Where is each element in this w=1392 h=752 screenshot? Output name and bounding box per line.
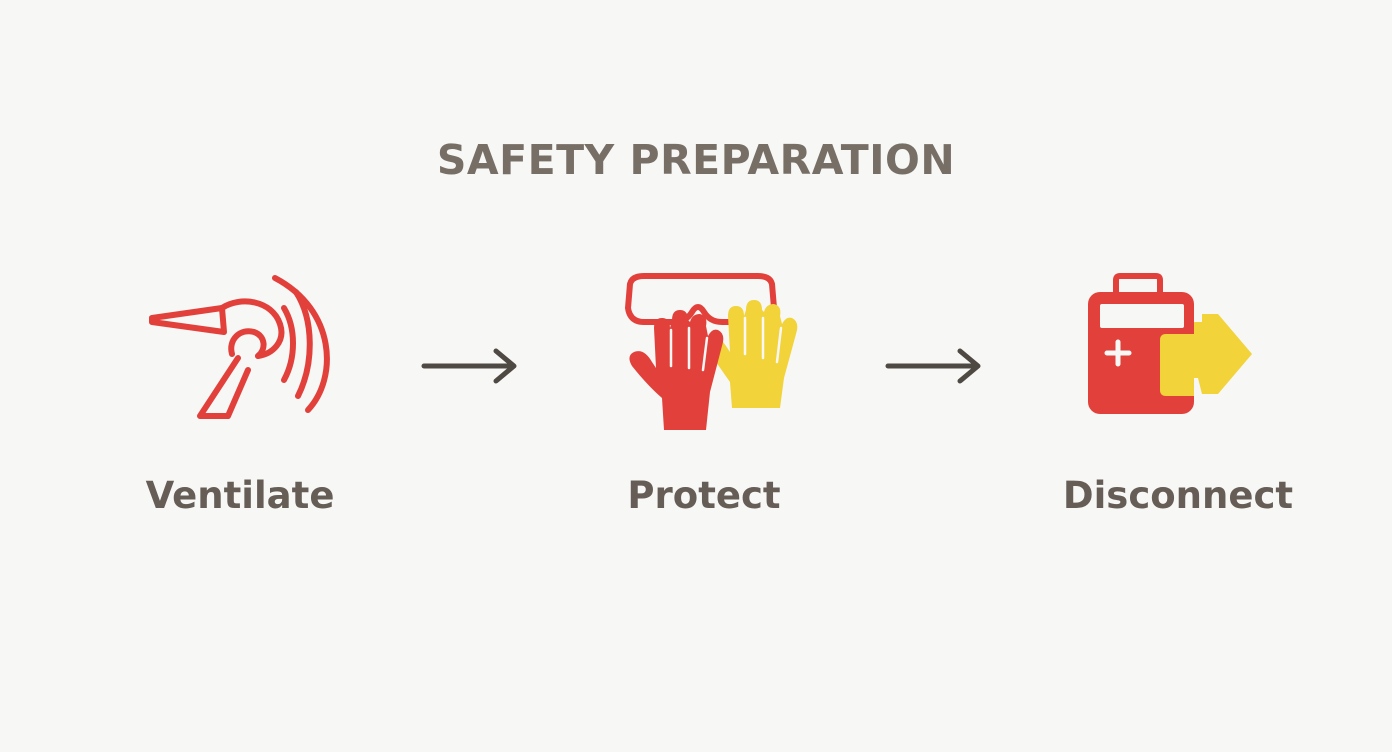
step-label-protect: Protect xyxy=(627,474,781,517)
arrow-right-icon xyxy=(421,348,517,384)
diagram-title: SAFETY PREPARATION xyxy=(436,136,956,184)
ventilation-fan-icon xyxy=(149,275,330,419)
arrow-right-icon xyxy=(885,348,981,384)
goggles-and-gloves-icon xyxy=(625,273,798,430)
step-label-disconnect: Disconnect xyxy=(1062,474,1294,517)
step-label-ventilate: Ventilate xyxy=(145,474,335,517)
battery-disconnect-icon xyxy=(1088,273,1252,414)
